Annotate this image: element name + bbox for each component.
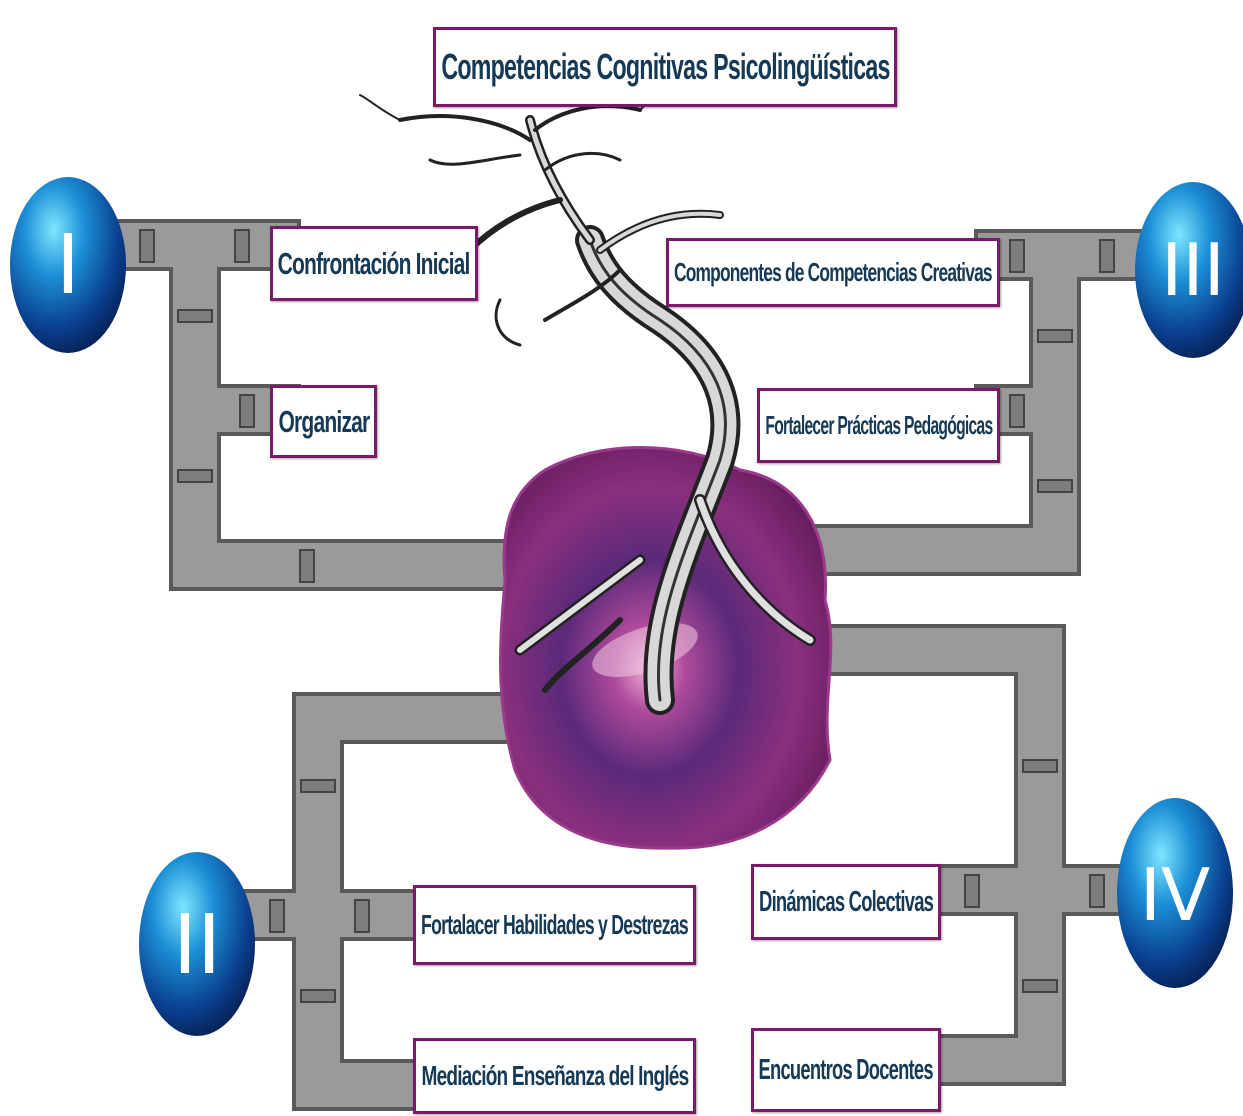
label-text: Encuentros Docentes [758,1053,934,1086]
diagram-title: Competencias Cognitivas Psicolingüística… [433,27,897,107]
label-confrontacion-inicial: Confrontación Inicial [270,226,478,301]
label-organizar: Organizar [270,385,377,458]
pipes-right-lower [794,624,1156,1086]
pipe-couplings [139,229,1115,1003]
node-II-orb [139,852,255,1036]
label-text: Fortalecer Prácticas Pedagógicas [764,410,993,440]
node-I-orb [10,177,126,353]
label-text: Dinámicas Colectivas [758,885,934,918]
tree [359,74,816,715]
label-encuentros-docentes: Encuentros Docentes [751,1028,941,1112]
label-fortalecer-practicas-pedagogicas: Fortalecer Prácticas Pedagógicas [757,388,1000,463]
diagram-title-text: Competencias Cognitivas Psicolingüística… [440,46,890,87]
node-III-orb [1135,182,1243,358]
label-componentes-competencias-creativas: Componentes de Competencias Creativas [666,238,1000,307]
label-mediacion-ensenanza-ingles: Mediación Enseñanza del Inglés [413,1038,696,1114]
label-fortalecer-habilidades-destrezas: Fortalacer Habilidades y Destrezas [413,885,696,965]
label-text: Organizar [278,403,370,439]
node-IV-orb [1117,798,1233,988]
label-dinamicas-colectivas: Dinámicas Colectivas [751,864,941,940]
label-text: Fortalacer Habilidades y Destrezas [421,909,689,940]
label-text: Mediación Enseñanza del Inglés [421,1060,689,1091]
label-text: Componentes de Competencias Creativas [674,257,993,287]
label-text: Confrontación Inicial [278,245,471,281]
